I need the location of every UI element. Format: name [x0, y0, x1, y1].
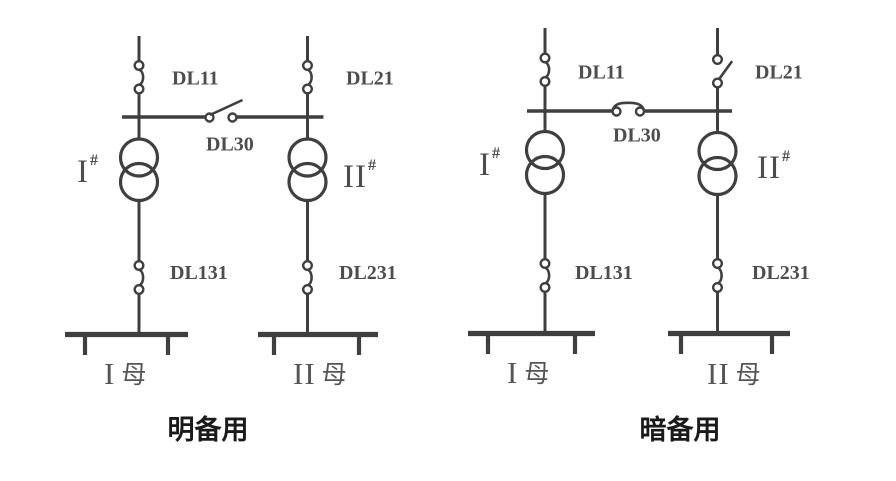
transformer-sup: #: [368, 157, 376, 174]
transformer-2-label: II#: [757, 148, 790, 186]
breaker-terminal: [133, 260, 145, 272]
breaker-terminal: [712, 258, 724, 270]
breaker-closed-blade: [306, 268, 313, 287]
transformer-numeral: I: [479, 147, 491, 183]
caption-hidden-standby: 暗备用: [640, 415, 721, 445]
transformer-sup: #: [782, 148, 790, 165]
breaker-label-dl21: DL21: [346, 68, 394, 90]
bus-suffix: 母: [736, 362, 761, 389]
breaker-terminal: [133, 284, 145, 296]
breaker-closed-blade: [138, 68, 145, 87]
transformer-1-label: I#: [77, 152, 98, 190]
transformer-2: [697, 130, 738, 197]
transformer-sup: #: [492, 145, 500, 162]
bus-numeral: I: [507, 355, 518, 390]
breaker-dl231: [302, 260, 314, 296]
incoming-feeder-1: [524, 28, 566, 335]
busbar-1: [65, 331, 188, 355]
breaker-closed-blade: [138, 268, 145, 287]
transformer-winding: [524, 129, 566, 171]
transformer-winding: [697, 155, 738, 197]
breaker-terminal: [539, 75, 551, 87]
transformer-numeral: I: [77, 154, 89, 190]
breaker-terminal: [133, 60, 145, 72]
breaker-label-dl231: DL231: [339, 262, 397, 284]
breaker-label-dl231: DL231: [752, 262, 810, 284]
breaker-closed-blade: [306, 68, 313, 87]
transformer-winding: [287, 161, 328, 203]
breaker-dl131: [133, 260, 145, 296]
transformer-winding: [697, 130, 738, 172]
breaker-label-dl11: DL11: [172, 68, 219, 90]
incoming-feeder-1: [118, 36, 160, 336]
breaker-terminal: [539, 258, 551, 270]
tie-breaker-dl30: [527, 101, 732, 117]
breaker-terminal: [302, 83, 314, 95]
breaker-label-dl21: DL21: [755, 62, 803, 84]
busbar-2: [258, 331, 378, 355]
breaker-closed-blade: [544, 266, 551, 285]
transformer-winding: [524, 154, 566, 196]
breaker-label-dl131: DL131: [170, 262, 228, 284]
breaker-dl21: [712, 54, 733, 89]
breaker-terminal: [634, 106, 646, 117]
breaker-label-dl131: DL131: [575, 262, 633, 284]
breaker-terminal: [611, 106, 622, 117]
breaker-dl231: [712, 258, 724, 294]
caption-explicit-standby: 明备用: [168, 415, 249, 445]
transformer-winding: [118, 137, 160, 178]
bus-numeral: II: [707, 356, 730, 391]
bus-suffix: 母: [322, 362, 347, 389]
transformer-sup: #: [90, 152, 98, 169]
transformer-1-label: I#: [479, 145, 500, 183]
breaker-open-blade: [209, 99, 243, 116]
transformer-2-label: II#: [343, 157, 376, 195]
breaker-terminal: [539, 52, 551, 64]
breaker-terminal: [712, 77, 724, 89]
breaker-open-blade: [718, 60, 733, 80]
transformer-numeral: II: [757, 150, 781, 186]
breaker-terminal: [712, 54, 724, 66]
breaker-terminal: [302, 60, 314, 72]
breaker-terminal: [133, 83, 145, 95]
breaker-dl11: [133, 60, 145, 95]
busbar-1: [468, 330, 595, 354]
transformer-winding: [287, 137, 328, 178]
breaker-closed-blade: [544, 60, 551, 79]
breaker-dl21: [302, 60, 314, 95]
breaker-terminal: [539, 282, 551, 294]
breaker-dl131: [539, 258, 551, 294]
bus-numeral: II: [293, 356, 316, 391]
incoming-feeder-2: [287, 36, 328, 336]
bus-numeral: I: [104, 356, 115, 391]
breaker-label-dl30: DL30: [206, 134, 254, 156]
bus-suffix: 母: [524, 361, 549, 388]
breaker-dl11: [539, 52, 551, 87]
breaker-terminal: [302, 284, 314, 296]
transformer-2: [287, 137, 328, 203]
breaker-label-dl11: DL11: [578, 62, 625, 84]
breaker-closed-blade: [716, 266, 723, 285]
transformer-numeral: II: [343, 159, 367, 195]
breaker-terminal: [227, 112, 238, 123]
incoming-feeder-2: [697, 28, 738, 335]
breaker-terminal: [302, 260, 314, 272]
bus-suffix: 母: [121, 362, 146, 389]
transformer-1: [118, 137, 160, 203]
transformer-winding: [118, 161, 160, 203]
breaker-label-dl30: DL30: [613, 125, 661, 147]
tie-breaker-dl30: [122, 99, 324, 123]
breaker-closed-bridge: [611, 101, 646, 112]
busbar-2: [668, 330, 790, 354]
transformer-1: [524, 129, 566, 196]
breaker-terminal: [712, 282, 724, 294]
